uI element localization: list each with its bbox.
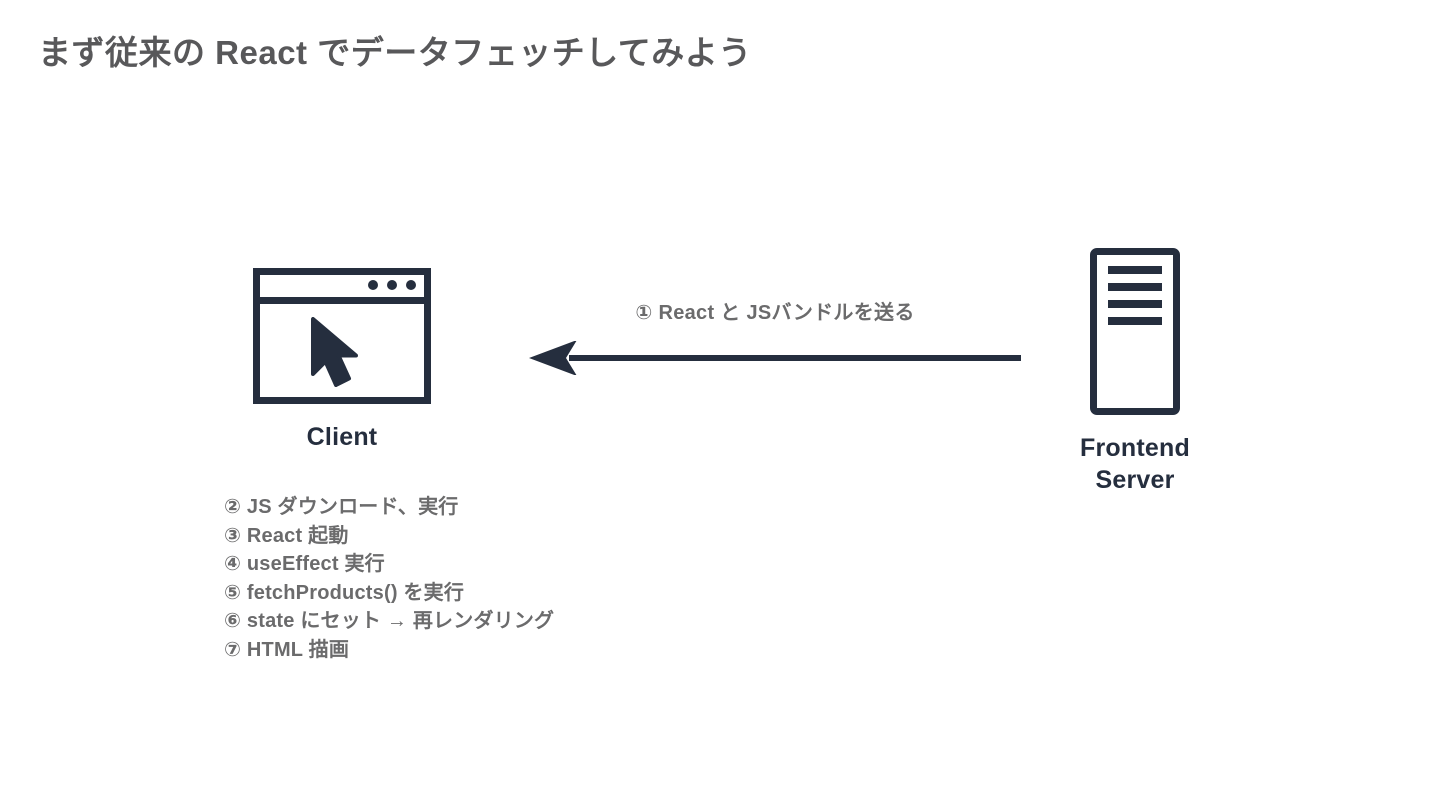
client-node-label: Client xyxy=(306,423,378,451)
list-item: ⑤ fetchProducts() を実行 xyxy=(224,581,465,604)
browser-dot-3 xyxy=(406,280,416,290)
arrow-left-icon xyxy=(529,341,1021,375)
browser-dots xyxy=(368,280,416,290)
server-bar-2 xyxy=(1108,283,1162,291)
server-bar-1 xyxy=(1108,266,1162,274)
server-bar-3 xyxy=(1108,300,1162,308)
steps-list: ② JS ダウンロード、実行 ③ React 起動 ④ useEffect 実行… xyxy=(224,493,554,665)
browser-titlebar xyxy=(260,275,424,304)
mouse-cursor-icon xyxy=(310,317,376,392)
server-bars xyxy=(1108,266,1162,325)
list-item: ③ React 起動 xyxy=(224,524,349,547)
browser-dot-2 xyxy=(387,280,397,290)
page-title: まず従来の React でデータフェッチしてみよう xyxy=(38,34,752,71)
server-tower-icon xyxy=(1090,248,1180,415)
server-node-label: Frontend Server xyxy=(1055,432,1215,496)
arrow-label: ① React と JSバンドルを送る xyxy=(635,302,915,324)
list-item: ⑦ HTML 描画 xyxy=(224,638,350,661)
list-item: ⑥ state にセット → 再レンダリング xyxy=(224,610,555,633)
list-item: ④ useEffect 実行 xyxy=(224,553,385,576)
browser-dot-1 xyxy=(368,280,378,290)
diagram-node-client: Client xyxy=(218,268,466,453)
diagram-node-server: Frontend Server xyxy=(1055,248,1215,496)
server-node-label-line1: Frontend xyxy=(1080,434,1190,462)
server-node-label-line2: Server xyxy=(1095,466,1175,494)
list-item: ② JS ダウンロード、実行 xyxy=(224,496,459,518)
browser-window-icon xyxy=(253,268,431,404)
server-bar-4 xyxy=(1108,317,1162,325)
transfer-arrow-group: ① React と JSバンドルを送る xyxy=(525,296,1025,375)
